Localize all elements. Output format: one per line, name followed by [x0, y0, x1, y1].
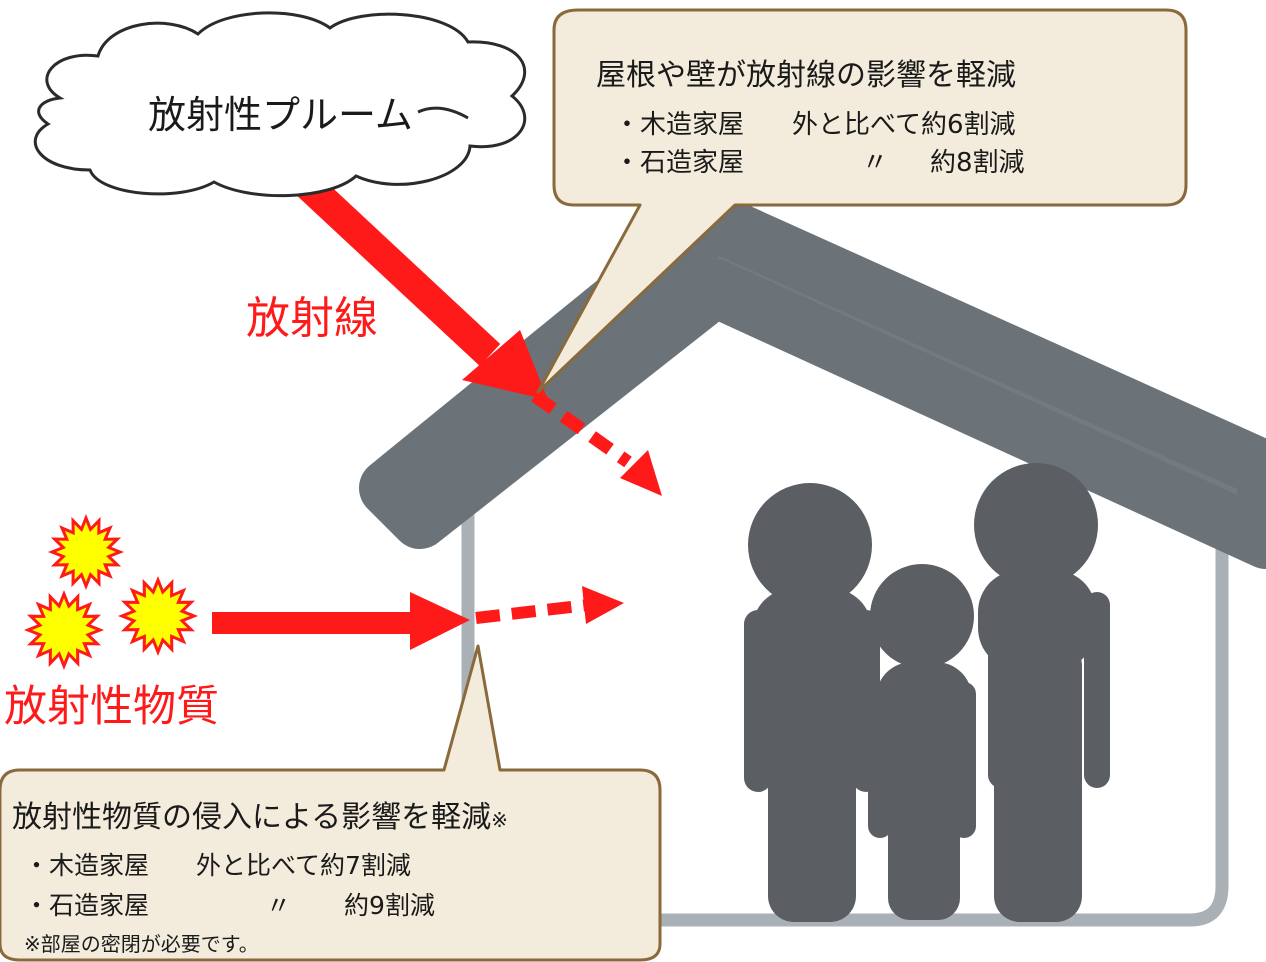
family-figure-adult-right: [974, 463, 1110, 922]
callout-wall-wood-type: ・木造家屋: [24, 851, 150, 880]
plume-label: 放射性プルーム: [148, 93, 413, 137]
callout-roof-wood-reduction: 外と比べて約6割減: [792, 110, 1016, 140]
callout-roof-title: 屋根や壁が放射線の影響を軽減: [596, 58, 1016, 93]
plume-cloud-detail: [417, 106, 469, 120]
family-figure-adult-left: [744, 483, 880, 922]
callout-wall-title-mark: ※: [491, 808, 508, 832]
callout-wall-box: [0, 644, 662, 962]
callout-roof-stone-reduction: 約8割減: [930, 148, 1025, 178]
radiation-label: 放射線: [246, 293, 378, 344]
radioactive-burst-icon: [47, 513, 125, 591]
material-dashed-arrow: [475, 586, 624, 624]
callout-wall-note: ※部屋の密閉が必要です。: [24, 932, 259, 956]
callout-wall-stone-reduction: 約9割減: [344, 891, 435, 920]
radioactive-burst-icon: [117, 575, 199, 657]
radioactive-particles: [23, 513, 199, 671]
house-roof: [359, 193, 1266, 569]
callout-wall-wood-reduction: 外と比べて約7割減: [196, 851, 411, 880]
callout-wall-title: 放射性物質の侵入による影響を軽減※: [12, 792, 508, 836]
callout-roof-stone-type: ・石造家屋: [614, 148, 745, 178]
callout-wall-title-text: 放射性物質の侵入による影響を軽減: [12, 800, 492, 835]
radioactive-material-label: 放射性物質: [4, 682, 219, 732]
material-arrow: [212, 592, 470, 650]
radiation-arrow: [289, 167, 548, 400]
callout-roof-box: [536, 8, 1188, 394]
radiation-dashed-arrow: [531, 390, 662, 496]
family-figure-child: [868, 564, 976, 920]
callout-roof-stone-ditto: 〃: [862, 148, 889, 178]
plume-cloud: [33, 11, 527, 198]
callout-wall-stone-type: ・石造家屋: [24, 891, 150, 920]
callout-roof-wood-type: ・木造家屋: [614, 110, 745, 140]
callout-wall-stone-ditto: 〃: [266, 891, 292, 920]
radioactive-burst-icon: [23, 589, 105, 671]
